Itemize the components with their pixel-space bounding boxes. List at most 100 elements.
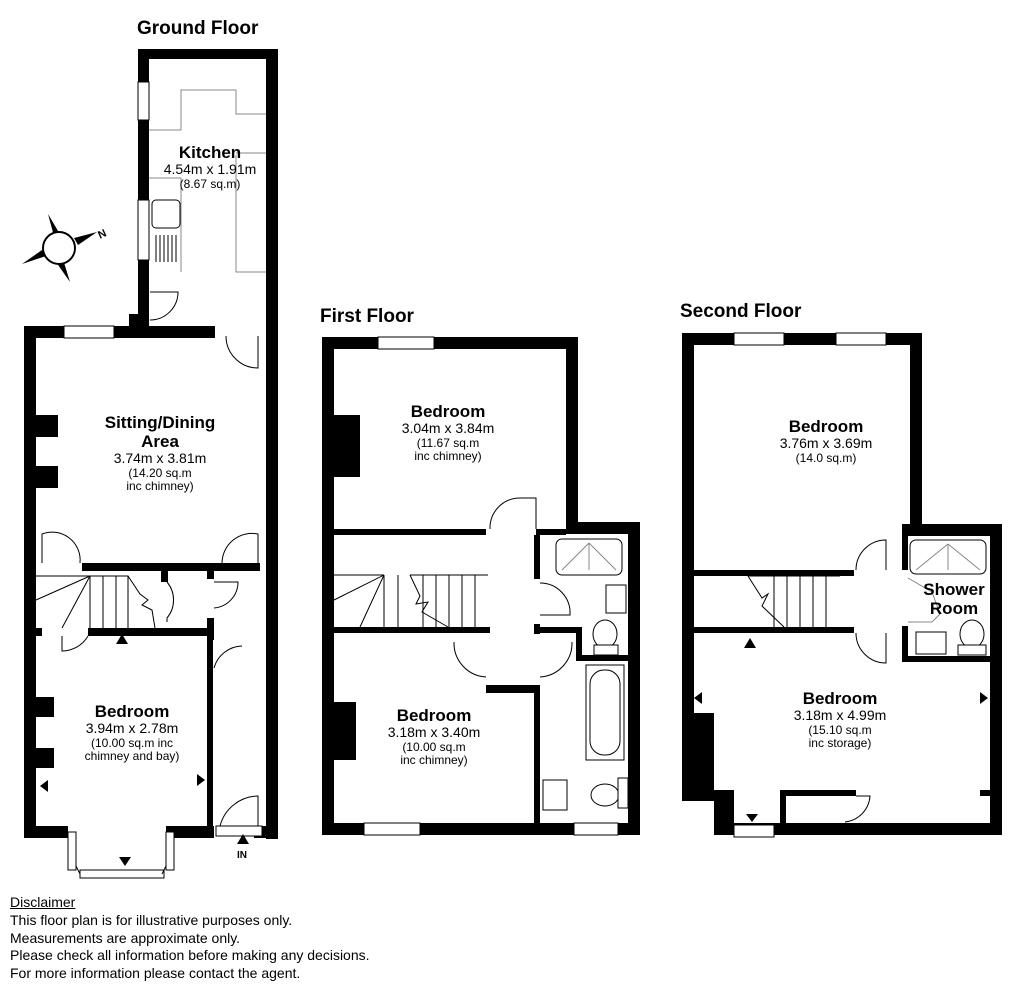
room-area-note: inc chimney): [400, 753, 468, 768]
measure-arrow-left-icon: [694, 692, 702, 704]
room-label-second-bedroom-rear: Bedroom 3.76m x 3.69m (14.0 sq.m): [756, 417, 896, 465]
door-swing-icon: [213, 645, 243, 669]
door-swing-icon: [539, 582, 571, 616]
first-rear-window: [377, 336, 435, 350]
entrance-arrow-icon: [237, 834, 249, 844]
room-name-line2: Area: [141, 432, 179, 452]
washbasin-icon: [915, 631, 947, 655]
first-stairs: [333, 574, 488, 628]
room-name: Sitting/Dining: [104, 413, 216, 432]
first-front-window-right: [573, 822, 619, 836]
room-area: (14.0 sq.m): [795, 450, 857, 465]
measure-arrow-down-icon: [119, 857, 131, 866]
kitchen-window-2: [137, 199, 150, 261]
second-front-window: [733, 824, 775, 838]
room-dimensions: 3.74m x 3.81m: [113, 450, 207, 467]
room-label-sitting-dining: Sitting/Dining Area 3.74m x 3.81m (14.20…: [80, 413, 240, 494]
compass-north-label: N: [96, 227, 108, 241]
door-swing-icon: [539, 641, 573, 678]
room-label-kitchen: Kitchen 4.54m x 1.91m (8.67 sq.m): [150, 143, 270, 191]
room-dimensions: 3.76m x 3.69m: [779, 435, 873, 452]
measure-arrow-left-icon: [40, 780, 48, 792]
back-door-swing-icon: [139, 283, 179, 321]
washbasin-icon: [605, 584, 627, 614]
ground-floor-title: Ground Floor: [137, 18, 259, 39]
room-name-line2: Room: [929, 599, 979, 619]
room-name: Bedroom: [788, 417, 864, 436]
kitchen-window-1: [137, 81, 150, 121]
room-area: (10.00 sq.m: [402, 739, 466, 754]
disclaimer-line: For more information please contact the …: [10, 965, 301, 982]
second-stairs: [747, 575, 840, 628]
second-rear-window-2: [835, 332, 887, 346]
compass-rose-icon: [22, 214, 97, 282]
room-area: (15.10 sq.m: [808, 722, 872, 737]
sitting-window: [63, 325, 115, 339]
room-dimensions: 3.18m x 4.99m: [793, 707, 887, 724]
bay-window-right: [165, 831, 175, 871]
second-floor-title: Second Floor: [680, 301, 802, 322]
room-area-note: inc storage): [808, 736, 872, 751]
room-label-second-bedroom-front: Bedroom 3.18m x 4.99m (15.10 sq.m inc st…: [770, 689, 910, 751]
first-floor-title: First Floor: [320, 306, 414, 327]
room-label-shower-room: Shower Room: [914, 580, 994, 618]
door-swing-icon: [855, 632, 887, 664]
door-swing-icon: [489, 497, 537, 530]
drainer-icon: [155, 235, 177, 262]
room-area-note: inc chimney): [414, 449, 482, 464]
measure-arrow-right-icon: [980, 692, 988, 704]
kitchen-sink-icon: [151, 199, 181, 229]
room-area: (11.67 sq.m: [416, 435, 480, 450]
bay-window-left: [67, 831, 77, 871]
door-swing-icon: [453, 641, 487, 678]
washbasin-icon: [542, 779, 568, 811]
room-area: (10.00 sq.m inc: [90, 735, 174, 750]
entrance-label: IN: [237, 850, 247, 861]
toilet-icon: [592, 619, 618, 649]
room-label-ground-bedroom: Bedroom 3.94m x 2.78m (10.00 sq.m inc ch…: [62, 702, 202, 764]
room-dimensions: 4.54m x 1.91m: [163, 161, 257, 178]
stair-up-arrow-icon: [744, 638, 756, 648]
door-swing-icon: [855, 539, 887, 571]
second-rear-window-1: [733, 332, 785, 346]
first-front-window-left: [363, 822, 421, 836]
first-floor-plan: [322, 336, 640, 836]
bay-window-front: [79, 869, 165, 879]
toilet-icon: [590, 783, 620, 807]
second-floor-plan: [682, 332, 1002, 838]
ground-stairs: [35, 575, 156, 629]
measure-arrow-down-icon: [746, 814, 758, 822]
door-swing-icon: [213, 581, 239, 609]
room-area-note: chimney and bay): [84, 749, 180, 764]
door-swing-icon: [221, 532, 259, 564]
disclaimer-line: This floor plan is for illustrative purp…: [10, 911, 293, 928]
storage-door-swing-icon: [844, 795, 871, 823]
stair-up-arrow-icon: [116, 634, 128, 644]
disclaimer: Disclaimer This floor plan is for illust…: [10, 894, 370, 983]
door-swing-icon: [166, 581, 174, 622]
room-label-first-bedroom-front: Bedroom 3.18m x 3.40m (10.00 sq.m inc ch…: [364, 706, 504, 768]
room-name: Bedroom: [94, 702, 170, 721]
front-door-swing-icon: [219, 795, 259, 827]
room-area: (14.20 sq.m: [128, 465, 192, 480]
room-area: (8.67 sq.m): [179, 176, 241, 191]
room-dimensions: 3.04m x 3.84m: [401, 420, 495, 437]
room-area-note: inc chimney): [126, 479, 194, 494]
disclaimer-line: Measurements are approximate only.: [10, 929, 241, 946]
front-door: [215, 825, 263, 837]
door-swing-icon: [61, 635, 89, 652]
disclaimer-line: Please check all information before maki…: [10, 947, 370, 964]
toilet-icon: [959, 619, 985, 649]
room-name: Shower: [923, 580, 985, 599]
ground-floor-plan: [24, 49, 278, 879]
room-name: Bedroom: [410, 402, 486, 421]
door-swing-icon: [41, 531, 81, 564]
room-name: Kitchen: [178, 143, 242, 162]
room-dimensions: 3.18m x 3.40m: [387, 724, 481, 741]
room-name: Bedroom: [396, 706, 472, 725]
measure-arrow-right-icon: [197, 774, 205, 786]
room-label-first-bedroom-rear: Bedroom 3.04m x 3.84m (11.67 sq.m inc ch…: [378, 402, 518, 464]
room-name: Bedroom: [802, 689, 878, 708]
disclaimer-heading: Disclaimer: [10, 894, 76, 910]
